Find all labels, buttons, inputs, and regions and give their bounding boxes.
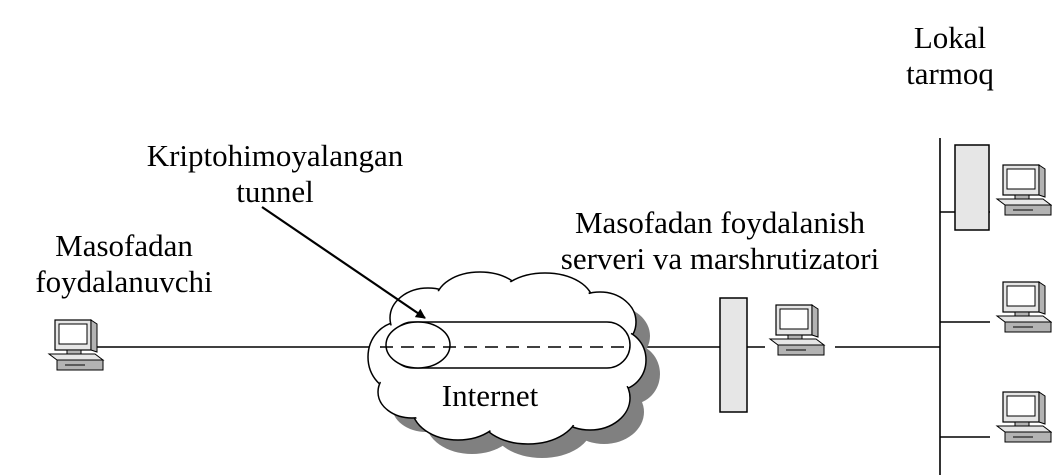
tunnel-label-line1: Kriptohimoyalangan [146,138,404,173]
server-computer-icon [769,304,825,356]
tunnel-mouth [385,321,451,369]
remote-computer-icon [48,319,104,371]
tunnel-label-line2: tunnel [236,174,314,209]
lan-label-line1: Lokal [913,20,987,55]
lan-label-line2: tarmoq [906,56,994,91]
server-label-line1: Masofadan foydalanish [574,205,866,240]
remote-user-line1: Masofadan [55,228,193,263]
remote-user-line2: foydalanuvchi [35,264,213,299]
internet-label: Internet [441,378,539,413]
server-label: Masofadan foydalanish serveri va marshru… [530,205,910,277]
server-tower-icon [719,297,748,413]
lan-computer-icon-1 [996,164,1052,216]
lan-server-tower-icon [954,144,990,231]
tunnel-pointer-arrow [261,206,426,319]
lan-label: Lokal tarmoq [880,20,1020,92]
lan-computer-icon-3 [996,391,1052,443]
lan-computer-icon-2 [996,281,1052,333]
tunnel-label: Kriptohimoyalangan tunnel [110,138,440,210]
server-label-line2: serveri va marshrutizatori [560,241,880,276]
remote-user-label: Masofadan foydalanuvchi [18,228,230,300]
